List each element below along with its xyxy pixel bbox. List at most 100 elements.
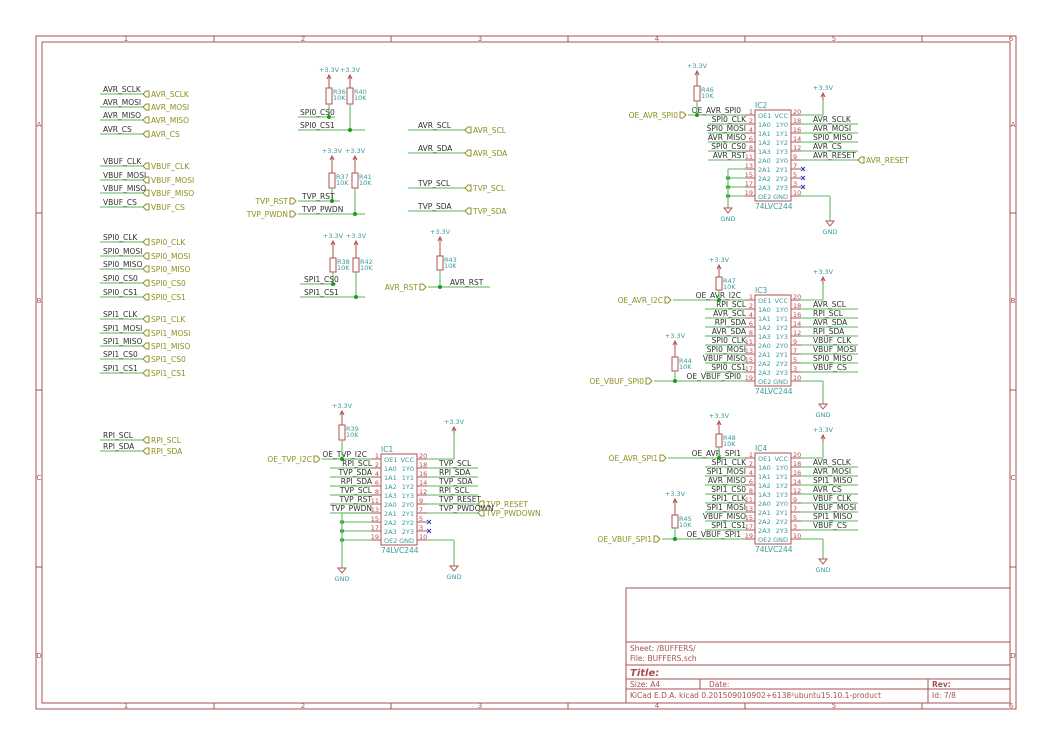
pin-name: 2A1 — [758, 351, 771, 359]
net-label: SPI1_CS1 — [711, 521, 746, 530]
pin-name: 1A1 — [758, 130, 771, 138]
net-label: SPI1_MISO — [813, 512, 852, 521]
global-label: SPI1_MISO — [151, 342, 190, 351]
net-label: RPI_SCL — [716, 300, 747, 309]
global-label: SPI0_CS0 — [151, 279, 186, 288]
global-label-flag-icon — [477, 500, 485, 508]
pin-number: 6 — [749, 478, 753, 486]
net-label: AVR_SCLK — [103, 85, 142, 94]
resistor-symbol — [436, 255, 444, 271]
global-label-flag-icon — [142, 265, 150, 273]
power-label: +3.3V — [319, 66, 340, 74]
resistor-value: 10K — [336, 179, 349, 187]
no-connect-icon — [800, 175, 806, 181]
resistor-value: 10K — [346, 431, 359, 439]
net-label: TVP_RST — [338, 495, 372, 504]
pin-number: 14 — [793, 320, 801, 328]
global-label-flag-icon — [142, 369, 150, 377]
ground-label: GND — [447, 573, 462, 581]
pin-name: 2Y0 — [776, 157, 788, 165]
column-label: 3 — [478, 35, 482, 43]
global-label: OE_VBUF_SPI1 — [598, 535, 653, 544]
pin-number: 20 — [793, 293, 801, 301]
pin-name: 2A1 — [758, 509, 771, 517]
power-label: +3.3V — [322, 147, 343, 155]
pin-number: 15 — [371, 515, 379, 523]
global-label: SPI0_CLK — [151, 238, 186, 247]
resistor-value: 10K — [337, 264, 350, 272]
pin-number: 18 — [793, 302, 801, 310]
global-label-flag-icon — [142, 162, 150, 170]
resistor-ref: R42 — [360, 258, 373, 266]
net-label: AVR_SDA — [712, 327, 747, 336]
net-label: SPI0_MOSI — [103, 247, 142, 256]
resistor-symbol — [671, 356, 679, 372]
pin-number: 1 — [375, 452, 379, 460]
pin-name: 1Y3 — [776, 148, 788, 156]
pin-number: 13 — [745, 162, 753, 170]
pin-number: 1 — [749, 451, 753, 459]
global-label-flag-icon — [142, 203, 150, 211]
row-label: C — [1011, 474, 1016, 482]
pin-name: 2A2 — [384, 519, 397, 527]
net-label: AVR_SCLK — [813, 115, 852, 124]
pin-name: 1Y3 — [776, 491, 788, 499]
pin-name: 2A0 — [758, 500, 771, 508]
resistor-value: 10K — [723, 283, 736, 291]
power-label: +3.3V — [345, 147, 366, 155]
pin-number: 18 — [793, 460, 801, 468]
pin-number: 17 — [745, 523, 753, 531]
global-label: TVP_SCL — [472, 184, 506, 193]
power-label: +3.3V — [813, 268, 834, 276]
global-label-flag-icon — [142, 252, 150, 260]
no-connect-icon — [800, 166, 806, 172]
pin-name: GND — [773, 536, 788, 544]
global-label: AVR_CS — [151, 130, 180, 139]
pin-number: 13 — [745, 505, 753, 513]
ground-icon — [722, 207, 734, 214]
net-label: SPI0_MISO — [103, 260, 142, 269]
power-label: +3.3V — [430, 228, 451, 236]
pin-name: 1Y3 — [776, 333, 788, 341]
net-label: SPI0_CS1 — [103, 288, 138, 297]
net-label: VBUF_MISO — [703, 512, 746, 521]
net-label: SPI1_CS0 — [711, 485, 746, 494]
net-label: OE_TVP_I2C — [322, 450, 367, 459]
pin-number: 1 — [749, 108, 753, 116]
net-label: SPI0_CS0 — [103, 274, 138, 283]
resistor-symbol — [715, 276, 723, 291]
ic-ref: IC3 — [755, 286, 767, 295]
pin-number: 7 — [793, 347, 797, 355]
global-label: SPI1_CS0 — [151, 355, 186, 364]
pin-number: 17 — [745, 365, 753, 373]
power-label: +3.3V — [813, 426, 834, 434]
net-label: SPI1_CS0 — [304, 275, 339, 284]
global-label-flag-icon — [142, 447, 150, 455]
net-label: TVP_PWDOWN — [438, 504, 494, 513]
ground-icon — [336, 567, 348, 574]
no-connect-icon — [800, 184, 806, 190]
global-label: OE_VBUF_SPI0 — [590, 377, 645, 386]
pin-number: 18 — [419, 461, 427, 469]
global-label-flag-icon — [857, 156, 865, 164]
global-label-flag-icon — [464, 126, 472, 134]
net-label: TVP_SDA — [337, 468, 372, 477]
global-label-flag-icon — [313, 455, 321, 463]
inner-frame — [41, 41, 1011, 704]
net-label: AVR_MISO — [708, 476, 746, 485]
pin-name: GND — [773, 378, 788, 386]
junction-dot — [717, 456, 721, 460]
resistor-ref: R44 — [679, 357, 692, 365]
net-label: SPI1_MOSI — [707, 467, 746, 476]
pin-number: 1 — [749, 293, 753, 301]
junction-dot — [331, 282, 335, 286]
row-label: B — [37, 297, 42, 305]
ic-body — [754, 452, 792, 545]
net-label: SPI1_CS1 — [304, 288, 339, 297]
pin-number: 10 — [419, 533, 427, 541]
net-label: AVR_SCL — [813, 300, 847, 309]
global-label: SPI0_CS1 — [151, 293, 186, 302]
pin-name: 1Y1 — [776, 315, 788, 323]
pin-number: 3 — [793, 523, 797, 531]
resistor-symbol — [329, 257, 337, 273]
